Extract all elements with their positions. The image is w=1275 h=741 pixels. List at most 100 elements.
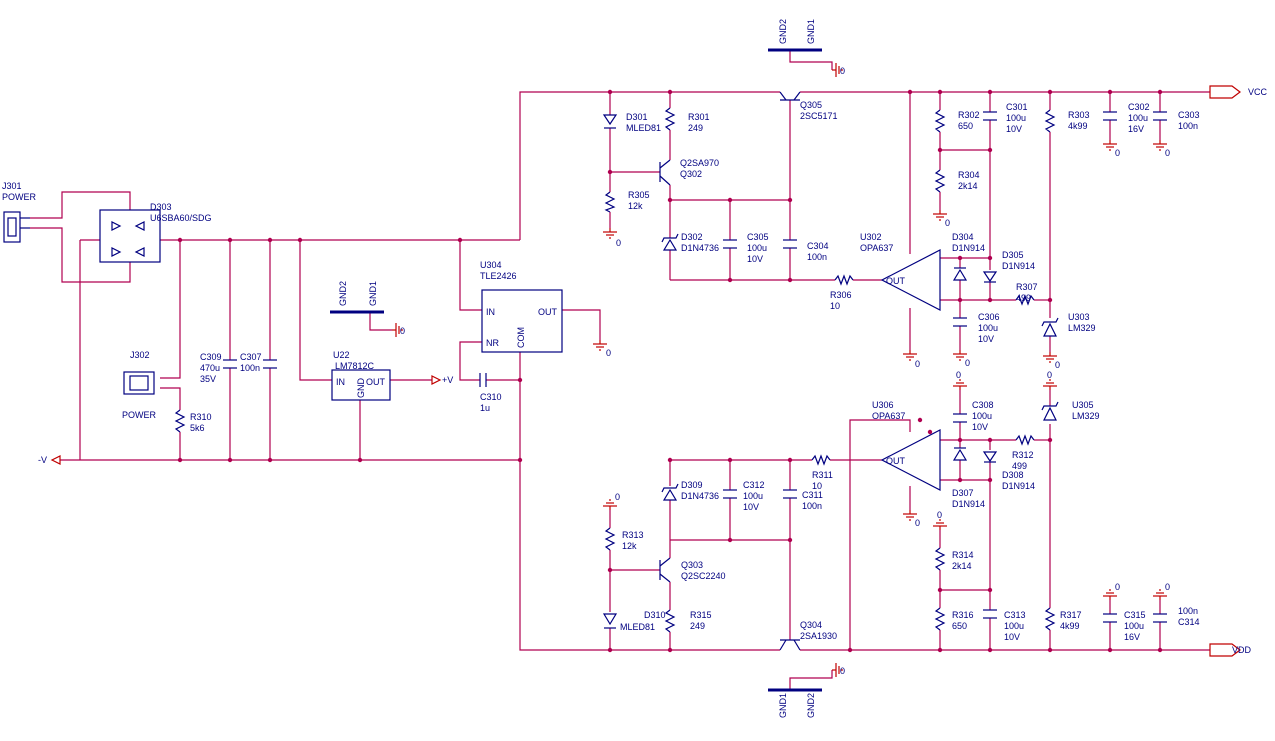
r304-value-label: 2k14	[958, 181, 978, 191]
junction-dot	[357, 457, 363, 463]
r311-ref-label: R311	[812, 470, 833, 480]
pin-label-out: OUT	[366, 377, 386, 387]
net-label-pos-v: +V	[442, 375, 453, 385]
junction-dot	[987, 647, 993, 653]
c309-ref-label: C309	[200, 352, 222, 362]
junction-dots	[177, 89, 1163, 653]
c305-ref-label: C305	[747, 232, 769, 242]
pin-label-gnd2: GND2	[806, 693, 816, 718]
c308-rating-label: 10V	[972, 422, 988, 432]
junction-dot	[457, 237, 463, 243]
junction-dot	[727, 277, 733, 283]
junction-dot	[987, 477, 993, 483]
d301-value-label: MLED81	[626, 123, 661, 133]
junction-dot	[1047, 437, 1053, 443]
c310-ref-label: C310	[480, 392, 502, 402]
junction-dot	[667, 89, 673, 95]
q302-value-label: Q2SA970	[680, 158, 719, 168]
gnd-label: 0	[1047, 370, 1052, 380]
r310-value-label: 5k6	[190, 423, 205, 433]
u22-ref-label: U22	[333, 350, 350, 360]
j301-ref-label: J301	[2, 181, 22, 191]
r312-value-label: 499	[1012, 461, 1027, 471]
junction-dot	[987, 89, 993, 95]
pin-label-out: OUT	[886, 456, 906, 466]
r307-value-label: 499	[1016, 293, 1031, 303]
junction-dot	[267, 237, 273, 243]
r316-value-label: 650	[952, 621, 967, 631]
junction-dot	[1157, 89, 1163, 95]
c315-rating-label: 16V	[1124, 632, 1140, 642]
gnd-label: 0	[1115, 148, 1120, 158]
gnd-label: 0	[606, 348, 611, 358]
junction-dot	[1157, 647, 1163, 653]
c310-value-label: 1u	[480, 403, 490, 413]
c304-value-label: 100n	[807, 252, 827, 262]
c302-rating-label: 16V	[1128, 124, 1144, 134]
junction-dot	[727, 457, 733, 463]
junction-dot	[847, 647, 853, 653]
q304-ref-label: Q304	[800, 620, 822, 630]
c302-ref-label: C302	[1128, 102, 1150, 112]
pin-label-out: OUT	[538, 307, 558, 317]
pin-label-nr: NR	[486, 338, 499, 348]
r314-value-label: 2k14	[952, 561, 972, 571]
gnd-label: 0	[400, 326, 405, 336]
gnd-label: 0	[840, 66, 845, 76]
d302-ref-label: D302	[681, 232, 703, 242]
c312-ref-label: C312	[743, 480, 765, 490]
junction-dot	[987, 297, 993, 303]
ground-symbols	[392, 63, 1167, 677]
c312-value-label: 100u	[743, 491, 763, 501]
c306-rating-label: 10V	[978, 334, 994, 344]
r317-ref-label: R317	[1060, 610, 1082, 620]
junction-dot	[787, 197, 793, 203]
r310-ref-label: R310	[190, 412, 212, 422]
r311-value-label: 10	[812, 481, 822, 491]
junction-dot	[177, 457, 183, 463]
r314-ref-label: R314	[952, 550, 974, 560]
junction-dot	[517, 377, 523, 383]
pin-label-gnd2: GND2	[338, 281, 348, 306]
u302-ref-label: U302	[860, 232, 882, 242]
r302-value-label: 650	[958, 121, 973, 131]
gnd-label: 0	[937, 510, 942, 520]
junction-dot	[1047, 297, 1053, 303]
junction-dot	[227, 457, 233, 463]
u304-ref-label: U304	[480, 260, 502, 270]
d303-value-label: U6SBA60/SDG	[150, 213, 212, 223]
u22-value-label: LM7812C	[335, 361, 375, 371]
junction-dot	[667, 197, 673, 203]
u304-value-label: TLE2426	[480, 271, 517, 281]
c314-ref-label: C314	[1178, 617, 1200, 627]
junction-dot	[667, 457, 673, 463]
d310-ref-label: D310	[644, 610, 666, 620]
r312-ref-label: R312	[1012, 450, 1034, 460]
d307-ref-label: D307	[952, 488, 974, 498]
c309-rating-label: 35V	[200, 374, 216, 384]
r315-ref-label: R315	[690, 610, 712, 620]
gnd-label: 0	[915, 518, 920, 528]
junction-dot	[1107, 89, 1113, 95]
net-label-neg-v: -V	[38, 455, 47, 465]
c313-rating-label: 10V	[1004, 632, 1020, 642]
r303-ref-label: R303	[1068, 110, 1090, 120]
r304-ref-label: R304	[958, 170, 980, 180]
wires	[30, 50, 1210, 690]
r316-ref-label: R316	[952, 610, 974, 620]
junction-dot	[937, 587, 943, 593]
junction-dot	[667, 647, 673, 653]
junction-dot	[227, 237, 233, 243]
junction-dot	[607, 647, 613, 653]
c309-value-label: 470u	[200, 363, 220, 373]
gnd-label: 0	[615, 492, 620, 502]
u303-ref-label: U303	[1068, 312, 1090, 322]
junction-dot	[1047, 647, 1053, 653]
junction-dot	[607, 567, 613, 573]
pin-label-in: IN	[336, 377, 345, 387]
u305-ref-label: U305	[1072, 400, 1094, 410]
c313-value-label: 100u	[1004, 621, 1024, 631]
junction-dot	[957, 437, 963, 443]
d301-ref-label: D301	[626, 112, 648, 122]
